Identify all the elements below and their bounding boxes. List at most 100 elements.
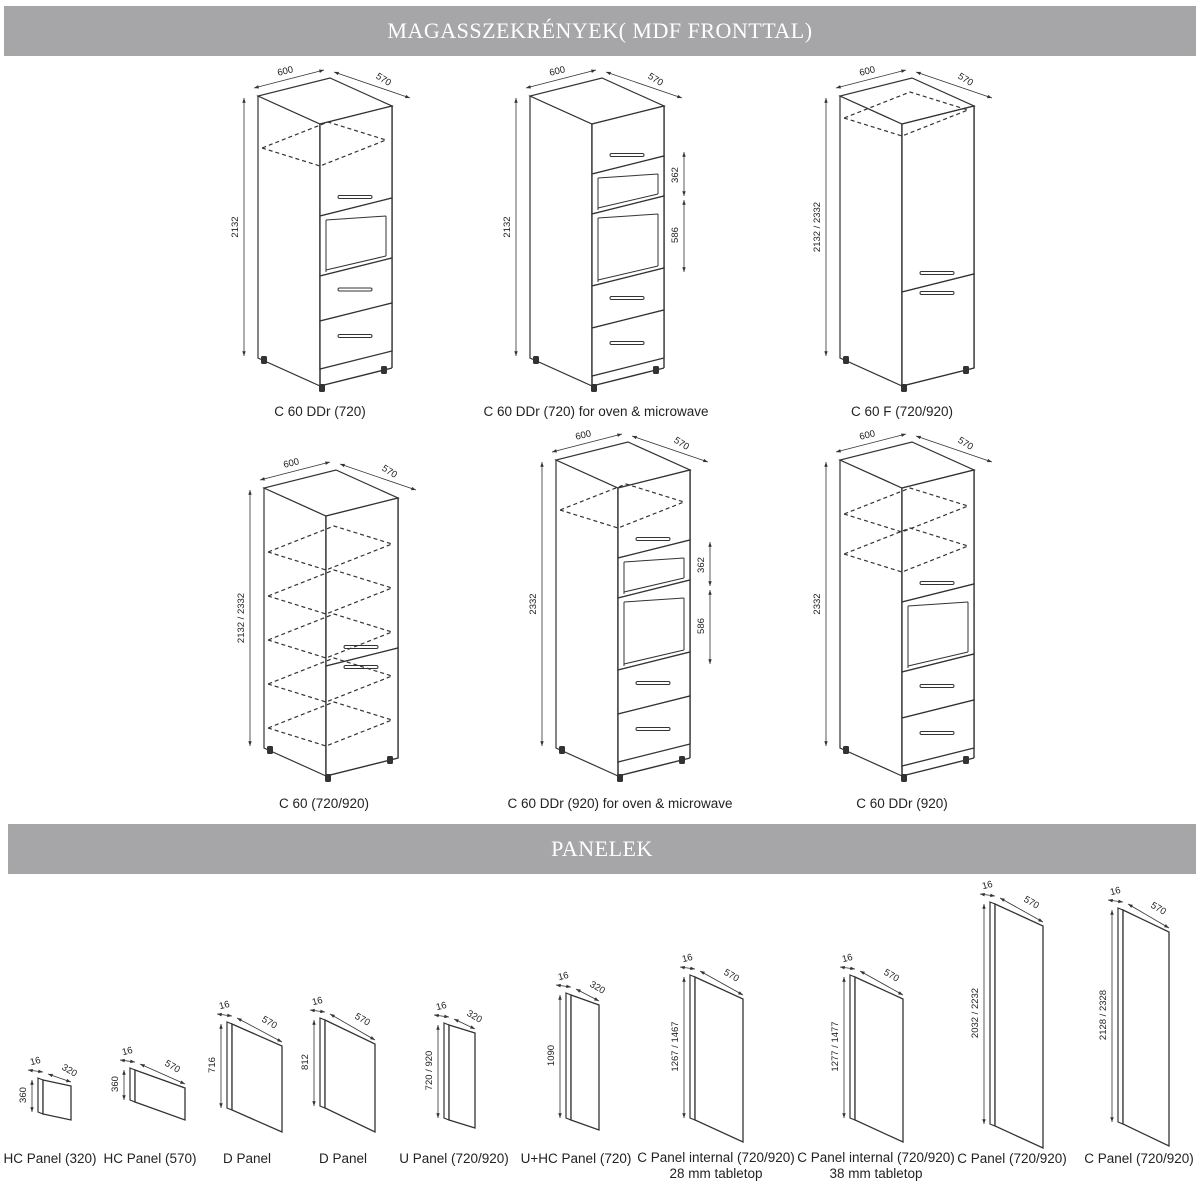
cabinet-side xyxy=(839,459,903,777)
handle xyxy=(919,581,955,585)
dimension-arrow xyxy=(824,351,828,356)
panel-caption: D Panel xyxy=(318,1151,368,1166)
dimension-height: 2132 / 2332 xyxy=(236,593,247,643)
dimension-depth: 570 xyxy=(353,1011,372,1028)
handle xyxy=(609,153,645,157)
dimension-height: 2132 / 2332 xyxy=(812,202,823,252)
front-edge xyxy=(591,367,665,387)
dimension-line xyxy=(253,69,325,89)
dimension-arrow xyxy=(682,977,686,982)
dimension-arrow xyxy=(682,191,686,196)
cabinet-leg xyxy=(319,384,325,392)
niche-inner-wall xyxy=(907,651,969,667)
dimension-thickness: 16 xyxy=(218,999,231,1012)
niche-inner-wall xyxy=(597,265,659,281)
niche-inner-wall xyxy=(623,597,685,603)
dimension-arrow xyxy=(982,1119,986,1124)
dimension-thickness: 16 xyxy=(29,1055,42,1068)
dimension-height: 2128 / 2328 xyxy=(1098,990,1109,1040)
panel-face xyxy=(324,1018,376,1134)
handle xyxy=(919,291,955,295)
dimension-height: 360 xyxy=(18,1087,29,1103)
dimension-depth: 320 xyxy=(60,1062,79,1079)
dimension-arrow xyxy=(576,989,581,993)
dimension-arrow xyxy=(836,449,841,453)
dimension-arrow xyxy=(248,741,252,746)
panel-edge xyxy=(1117,907,1124,1125)
dimension-arrow xyxy=(470,1025,475,1029)
dimension-arrow xyxy=(1108,898,1113,903)
panel-caption: HC Panel (320) xyxy=(3,1151,97,1166)
dimension-arrow xyxy=(842,1113,846,1118)
handle xyxy=(919,684,955,688)
dimension-arrow xyxy=(120,1058,125,1063)
section-title-panels: PANELEK xyxy=(8,824,1196,874)
dimension-depth: 570 xyxy=(374,71,393,89)
dimension-arrow xyxy=(982,904,986,909)
handle xyxy=(343,645,379,649)
cabinet-caption: C 60 F (720/920) xyxy=(850,404,954,419)
dimension-arrow xyxy=(558,1113,562,1118)
dimension-arrow xyxy=(591,69,596,73)
dimension-width: 600 xyxy=(548,64,566,79)
dimension-line xyxy=(525,69,597,89)
panel-edge xyxy=(37,1077,44,1115)
cabinet-door xyxy=(325,497,399,667)
cabinet-door xyxy=(901,273,975,387)
handle xyxy=(337,287,373,292)
dimension-arrow xyxy=(122,1070,126,1075)
cabinet-leg xyxy=(617,774,623,782)
dimension-arrow xyxy=(682,200,686,205)
dimension-arrow xyxy=(526,85,531,89)
handle xyxy=(609,296,645,300)
dimension-depth: 570 xyxy=(646,71,665,89)
dimension-depth: 570 xyxy=(882,967,901,984)
dimension-niche-upper: 362 xyxy=(670,167,681,183)
handle xyxy=(337,195,373,199)
dimension-arrow xyxy=(680,965,685,970)
cabinet-leg xyxy=(533,356,539,364)
dimension-arrow xyxy=(990,893,995,898)
cabinet-caption: C 60 (720/920) xyxy=(278,796,370,811)
dimension-arrow xyxy=(312,1101,316,1106)
dimension-arrow xyxy=(1110,1117,1114,1122)
dimension-arrow xyxy=(310,1008,315,1013)
panel-edge xyxy=(565,992,572,1121)
dimension-arrow xyxy=(277,1038,282,1042)
niche-inner-wall xyxy=(597,213,659,219)
dimension-arrow xyxy=(682,152,686,157)
cabinet-leg xyxy=(381,366,387,374)
cabinet-leg xyxy=(843,746,849,754)
dimension-arrow xyxy=(824,741,828,746)
dimension-arrow xyxy=(552,449,557,453)
cabinet-door xyxy=(325,647,399,777)
dimension-height: 720 / 920 xyxy=(424,1051,435,1091)
panel-edge xyxy=(319,1017,326,1109)
niche-inner-wall xyxy=(623,557,685,563)
dimension-height: 812 xyxy=(300,1054,311,1070)
dimension-height: 2032 / 2232 xyxy=(970,988,981,1038)
panel-drawing: 16 320 360 xyxy=(18,1055,79,1121)
dimension-arrow xyxy=(594,997,599,1001)
dimension-height: 1277 / 1477 xyxy=(830,1021,841,1071)
dimension-depth: 570 xyxy=(672,435,691,453)
dimension-line xyxy=(699,970,744,996)
cabinet-leg xyxy=(679,756,685,764)
dimension-arrow xyxy=(606,71,611,76)
dimension-arrow xyxy=(217,1012,222,1017)
niche-inner-wall xyxy=(623,649,685,665)
dimension-arrow xyxy=(411,486,416,491)
panel-caption: C Panel internal (720/920)28 mm tabletop xyxy=(637,1150,795,1181)
cabinet-leg xyxy=(901,774,907,782)
dimension-arrow xyxy=(916,435,921,440)
dimension-arrow xyxy=(690,966,695,971)
panel-caption: HC Panel (570) xyxy=(103,1151,197,1166)
dimension-arrow xyxy=(514,98,518,103)
dimension-arrow xyxy=(405,94,410,99)
